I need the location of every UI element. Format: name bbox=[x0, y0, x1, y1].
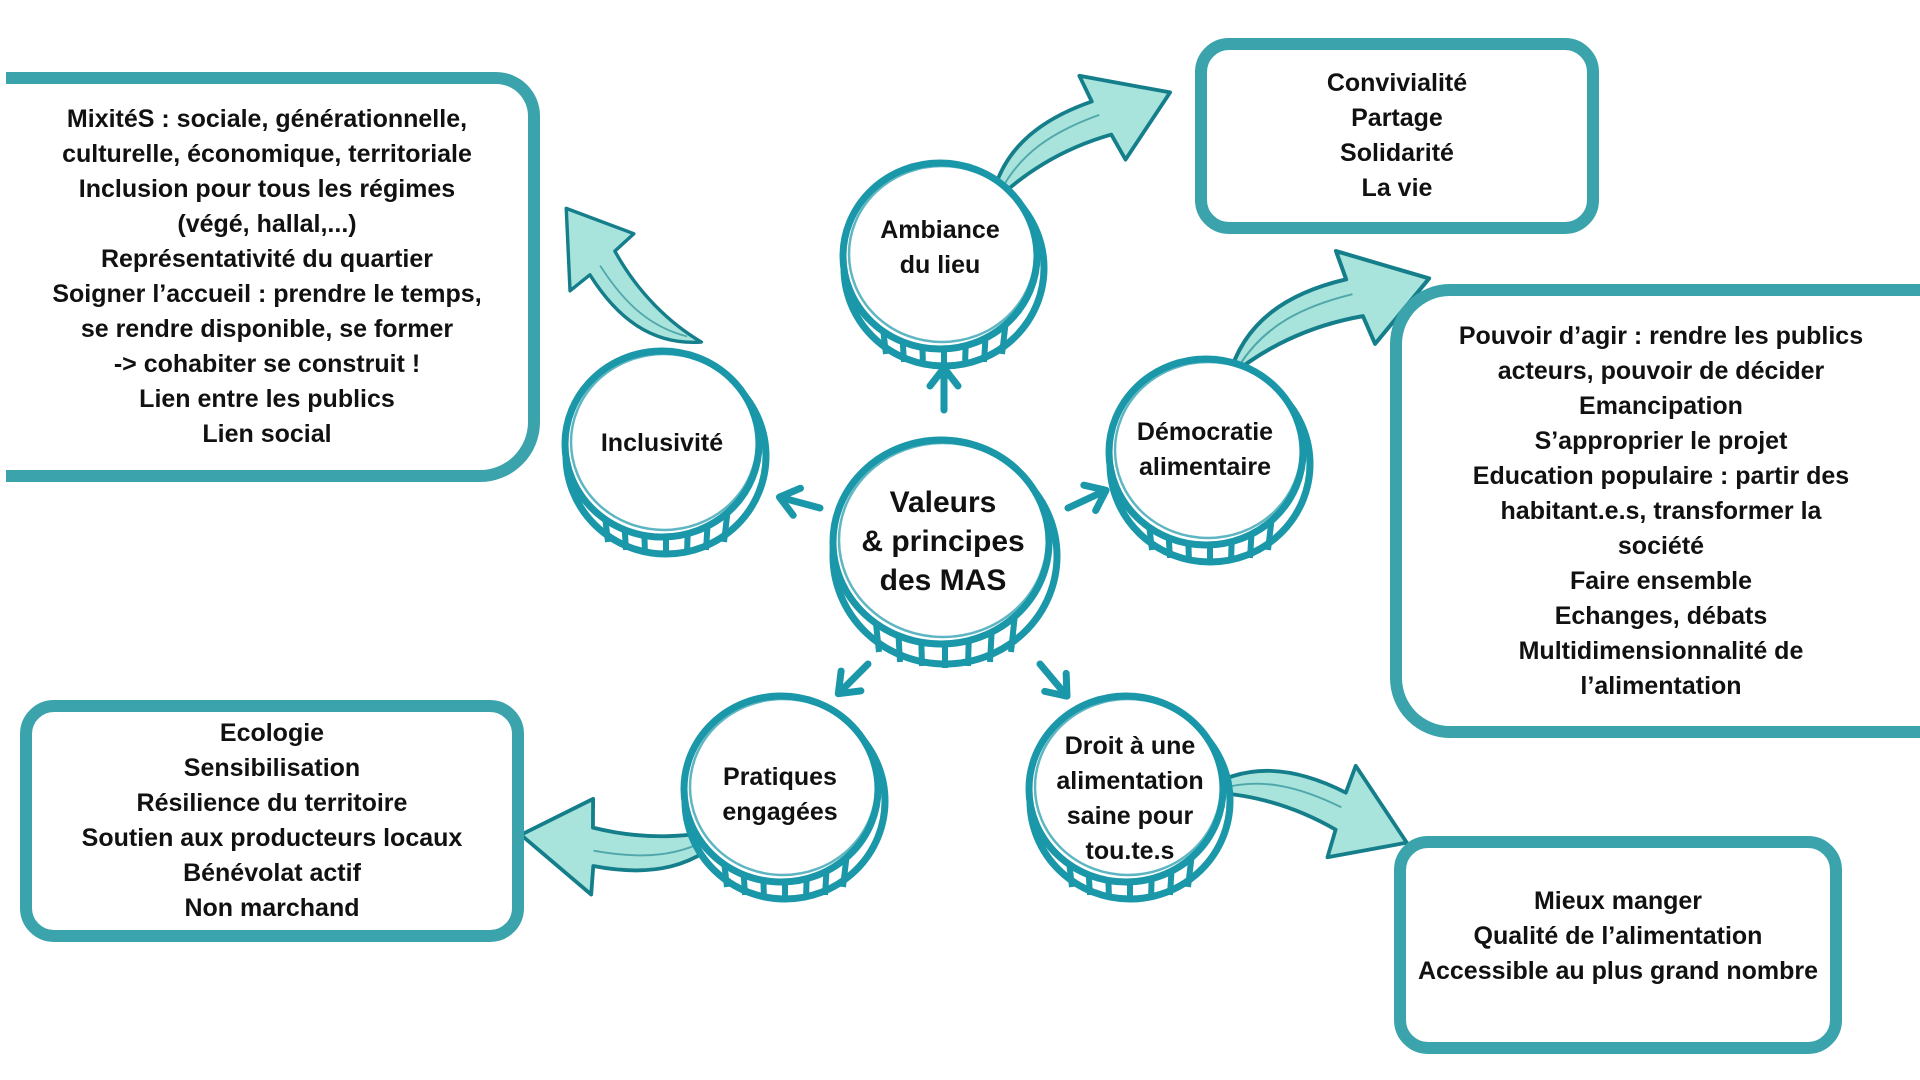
box-line: Education populaire : partir des bbox=[1472, 461, 1850, 490]
box-line: Convivialité bbox=[1326, 69, 1468, 97]
box-line: Echanges, débats bbox=[1554, 601, 1768, 630]
arrow-center-to-ambiance bbox=[930, 368, 958, 410]
arrow-center-to-democratie bbox=[1062, 478, 1112, 521]
node-democratie-label: Démocratie alimentaire bbox=[1136, 418, 1274, 481]
box-line: (végé, hallal,...) bbox=[177, 210, 357, 238]
box-line: La vie bbox=[1361, 174, 1433, 202]
box-line: Bénévolat actif bbox=[183, 859, 361, 887]
box-line: MixitéS : sociale, générationnelle, bbox=[66, 105, 468, 133]
box-line: habitant.e.s, transformer la bbox=[1500, 496, 1822, 525]
box-line: Inclusion pour tous les régimes bbox=[78, 175, 456, 203]
box-line: acteurs, pouvoir de décider bbox=[1497, 356, 1825, 385]
arrow-center-to-inclusivite bbox=[776, 484, 824, 522]
arrow-center-to-droit bbox=[1029, 655, 1077, 705]
box-line: se rendre disponible, se former bbox=[80, 315, 454, 343]
box-line: Emancipation bbox=[1579, 391, 1743, 420]
box-line: l’alimentation bbox=[1580, 671, 1742, 700]
box-line: Représentativité du quartier bbox=[100, 245, 433, 273]
box-line: Sensibilisation bbox=[183, 754, 361, 782]
box-line: Lien social bbox=[202, 420, 332, 448]
box-droit: Mieux manger Qualité de l’alimentation A… bbox=[1394, 836, 1842, 1054]
box-line: Multidimensionnalité de bbox=[1518, 636, 1804, 665]
box-inclusivite: MixitéS : sociale, générationnelle, cult… bbox=[6, 72, 540, 482]
box-line: Lien entre les publics bbox=[139, 385, 395, 413]
box-line: Mieux manger bbox=[1533, 887, 1703, 915]
box-democratie: Pouvoir d’agir : rendre les publics acte… bbox=[1390, 284, 1920, 738]
box-pratiques-list: Ecologie Sensibilisation Résilience du t… bbox=[82, 716, 463, 926]
box-pratiques: Ecologie Sensibilisation Résilience du t… bbox=[20, 700, 524, 942]
box-line: Solidarité bbox=[1340, 139, 1454, 167]
box-line: culturelle, économique, territoriale bbox=[62, 140, 472, 168]
box-line: société bbox=[1617, 531, 1705, 560]
box-line: Partage bbox=[1351, 104, 1443, 132]
box-ambiance-list: Convivialité Partage Solidarité La vie bbox=[1327, 66, 1467, 206]
box-line: Résilience du territoire bbox=[136, 789, 408, 817]
node-pratiques-label: Pratiques engagées bbox=[722, 763, 838, 826]
box-line: Pouvoir d’agir : rendre les publics bbox=[1458, 321, 1864, 350]
box-ambiance: Convivialité Partage Solidarité La vie bbox=[1195, 38, 1599, 234]
box-line: Ecologie bbox=[219, 719, 325, 747]
box-line: Non marchand bbox=[184, 894, 360, 922]
box-inclusivite-list: MixitéS : sociale, générationnelle, cult… bbox=[52, 102, 481, 452]
box-line: Qualité de l’alimentation bbox=[1473, 922, 1763, 950]
arrow-center-to-pratiques bbox=[828, 654, 877, 703]
node-inclusivite-label: Inclusivité bbox=[600, 428, 724, 457]
box-democratie-list: Pouvoir d’agir : rendre les publics acte… bbox=[1459, 319, 1863, 704]
box-line: Accessible au plus grand nombre bbox=[1417, 957, 1819, 985]
box-line: Faire ensemble bbox=[1569, 566, 1752, 595]
box-line: Soutien aux producteurs locaux bbox=[81, 824, 463, 852]
box-line: -> cohabiter se construit ! bbox=[113, 350, 421, 378]
node-droit-label: Droit à une alimentation saine pour tou.… bbox=[1056, 732, 1204, 865]
node-ambiance-label: Ambiance du lieu bbox=[880, 216, 1000, 279]
box-droit-list: Mieux manger Qualité de l’alimentation A… bbox=[1418, 884, 1818, 989]
center-label: Valeurs & principes des MAS bbox=[861, 485, 1025, 597]
box-line: Soigner l’accueil : prendre le temps, bbox=[52, 280, 482, 308]
box-line: S’approprier le projet bbox=[1534, 426, 1788, 455]
